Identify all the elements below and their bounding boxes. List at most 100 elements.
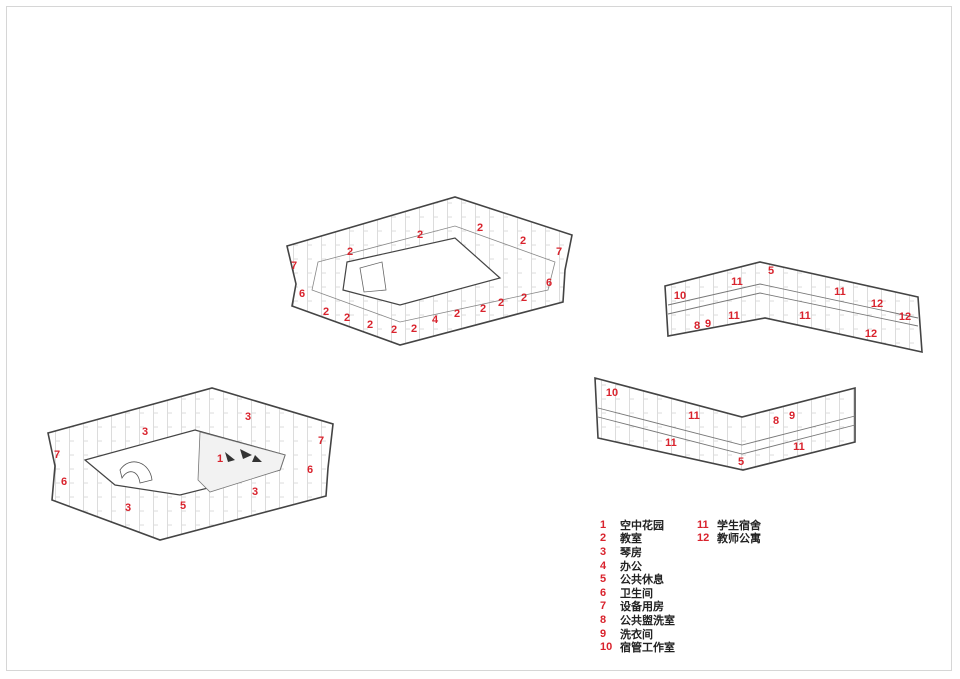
music-label: 5 xyxy=(180,500,186,512)
teaching-label: 2 xyxy=(347,246,353,258)
dorm-lower-label: 11 xyxy=(665,437,677,449)
music-label: 3 xyxy=(125,502,131,514)
legend-item: 6 卫生间 xyxy=(600,586,675,600)
legend-number: 7 xyxy=(600,600,607,613)
music-label: 3 xyxy=(245,411,251,423)
legend-text: 卫生间 xyxy=(620,586,653,600)
legend-text: 学生宿舍 xyxy=(717,518,761,532)
music-label: 3 xyxy=(142,426,148,438)
legend-number: 1 xyxy=(600,518,607,531)
legend-text: 琴房 xyxy=(620,545,642,559)
dorm-upper-corridor xyxy=(667,283,919,327)
dorm-upper-label: 11 xyxy=(834,286,846,298)
dorm-upper-label: 9 xyxy=(705,318,711,330)
music-garden-feature xyxy=(225,449,262,462)
legend-text: 公共盥洗室 xyxy=(620,613,675,627)
page-frame xyxy=(6,6,952,671)
music-label: 7 xyxy=(318,435,324,447)
dorm-upper-label: 11 xyxy=(799,310,811,322)
dorm-upper-label: 5 xyxy=(768,265,774,277)
dorm-upper-label: 12 xyxy=(871,298,883,310)
dorm-upper-label: 11 xyxy=(731,276,743,288)
dorm-upper-label: 10 xyxy=(674,290,686,302)
legend-number: 8 xyxy=(600,613,607,626)
dorm-lower-label: 10 xyxy=(606,387,618,399)
dorm-lower-room-labels: 10 11 11 11 8 9 5 xyxy=(606,387,805,468)
dorm-lower-label: 9 xyxy=(789,410,795,422)
teaching-label: 2 xyxy=(521,292,527,304)
teaching-label: 7 xyxy=(556,246,562,258)
legend-text: 洗衣间 xyxy=(620,627,653,641)
music-room-labels: 3 3 7 7 6 6 3 3 1 5 xyxy=(54,411,324,514)
teaching-label: 2 xyxy=(498,297,504,309)
music-sky-garden xyxy=(197,431,286,493)
legend-item: 8 公共盥洗室 xyxy=(600,613,675,627)
legend-text: 设备用房 xyxy=(620,600,664,614)
legend-text: 宿管工作室 xyxy=(620,641,675,655)
teaching-label: 2 xyxy=(417,229,423,241)
teaching-label: 7 xyxy=(291,260,297,272)
teaching-label: 6 xyxy=(546,277,552,289)
legend-item: 9 洗衣间 xyxy=(600,627,675,641)
dorm-lower-outer-wall xyxy=(594,376,856,471)
music-label: 3 xyxy=(252,486,258,498)
music-label: 7 xyxy=(54,449,60,461)
legend-item: 11 学生宿舍 xyxy=(697,518,761,532)
legend-number: 6 xyxy=(600,586,607,599)
legend-number: 2 xyxy=(600,532,607,545)
legend-number: 3 xyxy=(600,545,607,558)
plan-dorm-lower-floor: 10 11 11 11 8 9 5 xyxy=(594,376,856,471)
teaching-label: 2 xyxy=(477,222,483,234)
teaching-label: 2 xyxy=(391,324,397,336)
legend-number: 10 xyxy=(600,641,613,654)
teaching-label: 2 xyxy=(520,235,526,247)
teaching-label: 2 xyxy=(344,312,350,324)
music-label: 1 xyxy=(217,453,223,465)
legend-number: 12 xyxy=(697,532,710,545)
teaching-label: 2 xyxy=(367,319,373,331)
dorm-lower-label: 11 xyxy=(793,441,805,453)
dorm-upper-label: 12 xyxy=(899,311,911,323)
dorm-lower-label: 5 xyxy=(738,456,744,468)
dorm-upper-label: 12 xyxy=(865,328,877,340)
dorm-upper-room-labels: 5 10 11 11 11 11 12 12 12 8 9 xyxy=(674,265,911,340)
plan-teaching-floor: 7 2 2 2 2 7 6 6 2 2 2 2 2 4 2 2 2 2 xyxy=(286,196,573,346)
legend-text: 空中花园 xyxy=(620,518,664,532)
music-label: 6 xyxy=(307,464,313,476)
dorm-lower-label: 11 xyxy=(688,410,700,422)
plan-dorm-upper-floor: 5 10 11 11 11 11 12 12 12 8 9 xyxy=(664,261,923,354)
teaching-label: 2 xyxy=(480,303,486,315)
teaching-label: 4 xyxy=(432,314,439,326)
plan-music-floor: 3 3 7 7 6 6 3 3 1 5 xyxy=(47,387,334,541)
legend-number: 9 xyxy=(600,627,607,640)
legend-number: 5 xyxy=(600,573,607,586)
legend-column-right: 11 学生宿舍 12 教师公寓 xyxy=(697,518,761,654)
legend-item: 3 琴房 xyxy=(600,545,675,559)
legend-item: 12 教师公寓 xyxy=(697,532,761,546)
dorm-lower-corridor xyxy=(597,407,856,455)
teaching-label: 6 xyxy=(299,288,305,300)
teaching-label: 2 xyxy=(454,308,460,320)
teaching-label: 2 xyxy=(323,306,329,318)
legend-text: 教师公寓 xyxy=(717,532,761,546)
legend-item: 1 空中花园 xyxy=(600,518,675,532)
dorm-upper-label: 8 xyxy=(694,320,700,332)
teaching-stair-block xyxy=(359,261,387,293)
dorm-lower-label: 8 xyxy=(773,415,779,427)
teaching-label: 2 xyxy=(411,323,417,335)
legend-item: 10 宿管工作室 xyxy=(600,640,675,654)
dorm-upper-outer-wall xyxy=(664,261,923,354)
legend-number: 11 xyxy=(697,518,709,531)
dorm-upper-label: 11 xyxy=(728,310,740,322)
legend-text: 办公 xyxy=(620,559,642,573)
music-ramp xyxy=(119,461,153,484)
teaching-corridor xyxy=(311,225,556,323)
legend-item: 7 设备用房 xyxy=(600,600,675,614)
